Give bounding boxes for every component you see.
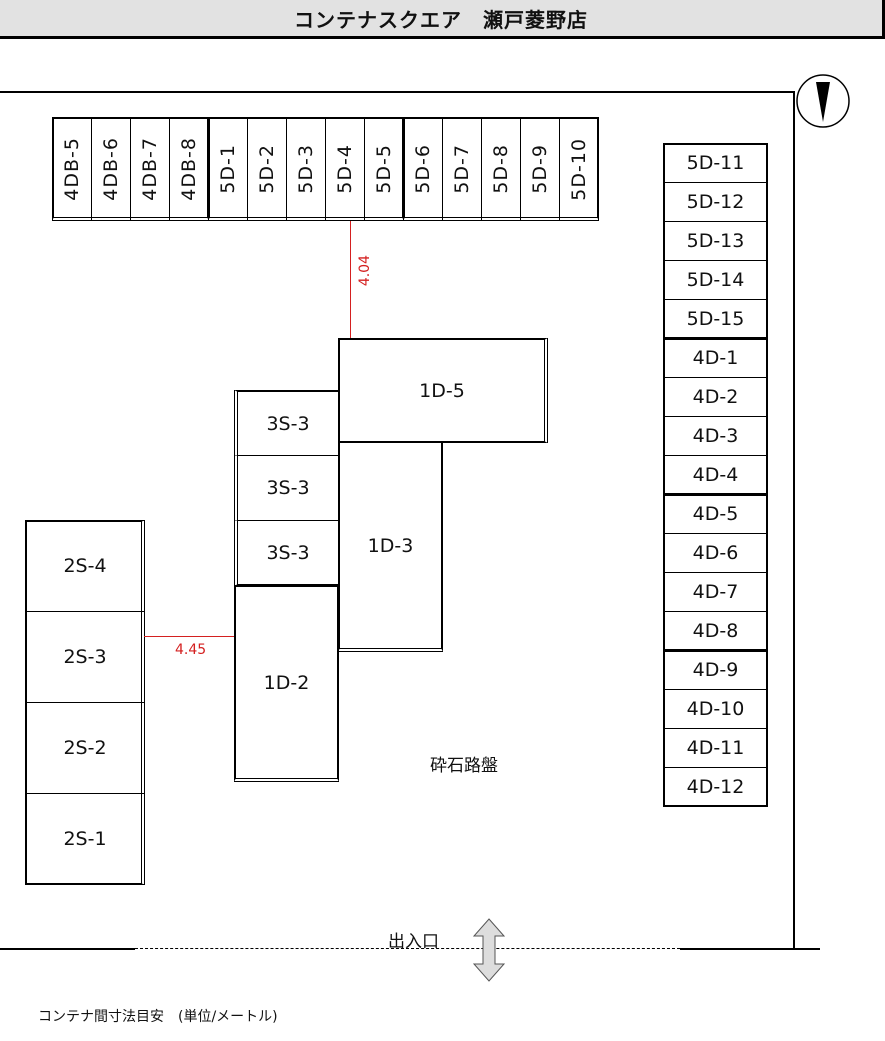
container-unit[interactable]: 5D-5 (364, 117, 404, 221)
container-unit[interactable]: 5D-12 (663, 182, 768, 222)
unit-label: 4D-8 (692, 620, 739, 642)
container-unit[interactable]: 5D-2 (247, 117, 287, 221)
container-unit[interactable]: 4DB-5 (52, 117, 92, 221)
unit-label: 5D-4 (334, 144, 356, 194)
container-unit[interactable]: 4D-12 (663, 767, 768, 807)
unit-label: 5D-7 (451, 144, 473, 194)
unit-label: 5D-8 (490, 144, 512, 194)
unit-label: 4D-10 (686, 698, 745, 720)
unit-label: 5D-3 (295, 144, 317, 194)
container-unit[interactable]: 2S-2 (25, 702, 145, 794)
container-unit-3s-3[interactable]: 3S-3 (234, 455, 339, 521)
container-unit[interactable]: 5D-10 (559, 117, 599, 221)
unit-label: 3S-3 (266, 477, 310, 499)
container-unit[interactable]: 4D-10 (663, 689, 768, 729)
unit-label: 5D-15 (686, 308, 745, 330)
unit-label: 4D-1 (692, 347, 739, 369)
container-unit-3s-3[interactable]: 3S-3 (234, 520, 339, 586)
unit-label: 4D-9 (692, 659, 739, 681)
unit-label: 1D-5 (419, 379, 465, 402)
unit-label: 5D-10 (568, 137, 590, 201)
unit-label: 4D-3 (692, 425, 739, 447)
unit-label: 5D-1 (217, 144, 239, 194)
unit-label: 2S-3 (63, 646, 107, 668)
unit-label: 4D-12 (686, 776, 745, 798)
container-unit[interactable]: 4D-8 (663, 611, 768, 651)
unit-label: 4D-2 (692, 386, 739, 408)
entrance-double-arrow-icon (472, 918, 506, 982)
container-unit[interactable]: 4D-4 (663, 455, 768, 495)
container-unit[interactable]: 5D-13 (663, 221, 768, 261)
container-unit[interactable]: 5D-6 (403, 117, 443, 221)
dimension-label-top: 4.04 (357, 255, 373, 287)
unit-label: 4D-6 (692, 542, 739, 564)
container-unit[interactable]: 4D-11 (663, 728, 768, 768)
unit-label: 4DB-6 (100, 137, 122, 201)
container-unit[interactable]: 4D-3 (663, 416, 768, 456)
container-unit[interactable]: 4DB-7 (130, 117, 170, 221)
unit-label: 4DB-8 (178, 137, 200, 201)
unit-label: 3S-3 (266, 412, 310, 435)
container-unit[interactable]: 5D-15 (663, 299, 768, 339)
unit-label: 4D-4 (692, 464, 739, 486)
entrance-dashed-line (135, 948, 680, 949)
container-unit[interactable]: 5D-11 (663, 143, 768, 183)
unit-label: 1D-3 (367, 534, 414, 557)
unit-label: 1D-2 (263, 671, 310, 694)
container-unit[interactable]: 4D-1 (663, 338, 768, 378)
container-unit[interactable]: 5D-1 (208, 117, 248, 221)
container-unit[interactable]: 4DB-6 (91, 117, 131, 221)
unit-label: 4D-5 (692, 503, 739, 525)
page-title: コンテナスクエア 瀬戸菱野店 (0, 0, 885, 39)
container-unit-1d-2[interactable]: 1D-2 (234, 585, 339, 782)
unit-label: 5D-14 (686, 269, 745, 291)
container-unit[interactable]: 5D-7 (442, 117, 482, 221)
container-unit[interactable]: 5D-14 (663, 260, 768, 300)
unit-label: 2S-1 (63, 828, 107, 850)
container-unit[interactable]: 4D-9 (663, 650, 768, 690)
unit-label: 4D-11 (686, 737, 745, 759)
container-unit[interactable]: 4DB-8 (169, 117, 209, 221)
container-unit[interactable]: 5D-9 (520, 117, 560, 221)
unit-label: 3S-3 (266, 541, 310, 564)
container-unit-1d-5[interactable]: 1D-5 (338, 338, 548, 443)
unit-label: 5D-2 (256, 144, 278, 194)
unit-label: 5D-11 (686, 152, 745, 174)
ground-surface-label: 砕石路盤 (430, 756, 498, 776)
container-unit[interactable]: 5D-4 (325, 117, 365, 221)
site-boundary-bottom-left (0, 948, 135, 950)
site-boundary-right (793, 91, 795, 949)
container-unit[interactable]: 2S-4 (25, 520, 145, 612)
site-boundary-bottom-right (680, 948, 820, 950)
dimension-line-left (144, 636, 234, 638)
container-unit[interactable]: 5D-3 (286, 117, 326, 221)
container-unit[interactable]: 2S-1 (25, 793, 145, 885)
unit-label: 5D-5 (373, 144, 395, 194)
container-unit-1d-3[interactable]: 1D-3 (338, 441, 443, 652)
dimension-label-left: 4.45 (175, 642, 207, 658)
container-unit[interactable]: 4D-2 (663, 377, 768, 417)
footer-note: コンテナ間寸法目安 (単位/メートル) (38, 1009, 278, 1025)
unit-label: 4D-7 (692, 581, 739, 603)
site-boundary-top (0, 91, 794, 93)
unit-label: 5D-6 (412, 144, 434, 194)
unit-label: 5D-13 (686, 230, 745, 252)
entrance-label: 出入口 (388, 932, 439, 952)
container-unit[interactable]: 4D-5 (663, 494, 768, 534)
container-unit-3s-3[interactable]: 3S-3 (234, 390, 339, 456)
unit-label: 5D-9 (529, 144, 551, 194)
unit-label: 2S-2 (63, 737, 107, 759)
unit-label: 4DB-7 (139, 137, 161, 201)
unit-label: 4DB-5 (61, 137, 83, 201)
unit-label: 2S-4 (63, 555, 107, 577)
north-arrow-icon (796, 74, 850, 128)
container-unit[interactable]: 5D-8 (481, 117, 521, 221)
unit-label: 5D-12 (686, 191, 745, 213)
container-unit[interactable]: 4D-7 (663, 572, 768, 612)
container-unit[interactable]: 4D-6 (663, 533, 768, 573)
container-unit[interactable]: 2S-3 (25, 611, 145, 703)
dimension-line-top (350, 221, 352, 338)
